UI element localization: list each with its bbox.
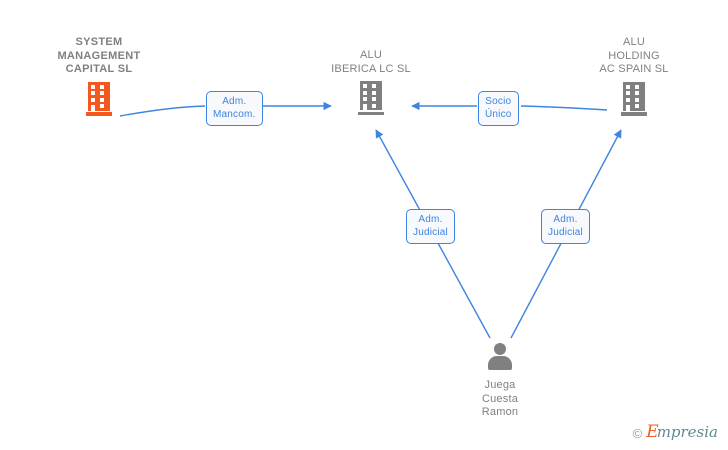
node-juega-cuesta-ramon[interactable]: Juega Cuesta Ramon [420, 338, 580, 420]
node-alu-iberica-lc[interactable]: ALU IBERICA LC SL [291, 49, 451, 115]
building-icon [358, 81, 384, 115]
building-icon [86, 81, 112, 116]
node-system-management-capital[interactable]: SYSTEM MANAGEMENT CAPITAL SL [19, 36, 179, 116]
node-label-system-management-capital: SYSTEM MANAGEMENT CAPITAL SL [57, 36, 141, 75]
node-label-juega-cuesta-ramon: Juega Cuesta Ramon [481, 379, 519, 418]
edge-label-socio-unico[interactable]: Socio Único [478, 91, 519, 126]
edge-line-socio-unico [520, 105, 608, 111]
edge-label-adm-mancom[interactable]: Adm. Mancom. [206, 91, 263, 126]
node-alu-holding-ac-spain[interactable]: ALU HOLDING AC SPAIN SL [554, 36, 714, 116]
edge-label-adm-judicial-iberica[interactable]: Adm. Judicial [406, 209, 455, 244]
brand-initial: E [646, 422, 659, 442]
person-icon [485, 343, 515, 373]
node-label-alu-holding-ac-spain: ALU HOLDING AC SPAIN SL [599, 36, 669, 75]
building-icon [621, 81, 647, 116]
node-label-alu-iberica-lc: ALU IBERICA LC SL [331, 49, 411, 75]
edge-label-adm-judicial-holding[interactable]: Adm. Judicial [541, 209, 590, 244]
brand-name: mpresia [656, 423, 718, 441]
empresia-watermark: © Empresia [633, 424, 718, 442]
edge-line-adm-mancom [119, 105, 206, 117]
copyright-icon: © [632, 425, 643, 441]
